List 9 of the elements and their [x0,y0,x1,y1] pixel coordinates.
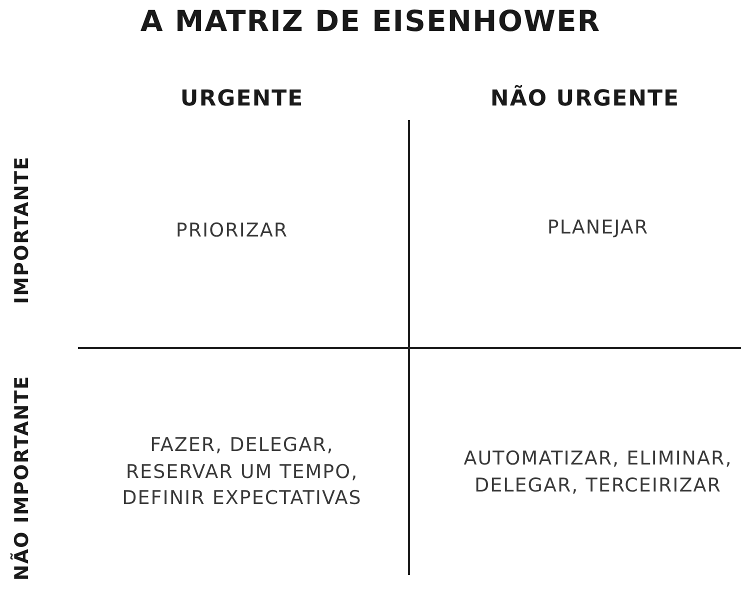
column-header: URGENTE [179,86,305,114]
quadrant-text: AUTOMATIZAR, ELIMINAR, DELEGAR, TERCEIRIZAR [462,446,734,498]
row-header: IMPORTANTE [11,156,33,304]
quadrant-text: PLANEJAR [546,216,650,241]
column-header: NÃO URGENTE [489,84,681,114]
title: A MATRIZ DE EISENHOWER [139,4,602,38]
quadrant-text: PRIORIZAR [174,218,290,244]
row-header: NÃO IMPORTANTE [11,375,33,581]
quadrant-text: FAZER, DELEGAR, RESERVAR UM TEMPO, DEFINIR EXPECTATIVAS [121,433,363,512]
